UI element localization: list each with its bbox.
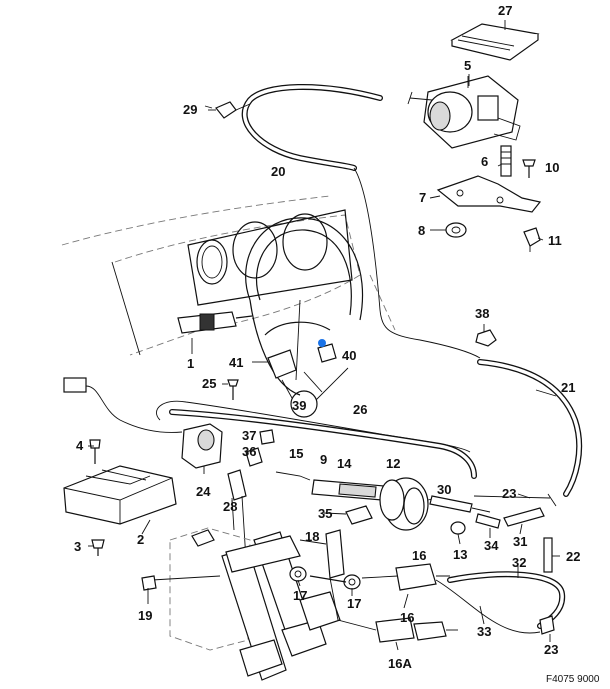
callout-15: 15 (289, 446, 303, 461)
callout-labels: 27 5 29 20 6 10 7 8 11 38 1 41 40 39 25 … (74, 3, 600, 685)
callout-36: 36 (242, 444, 256, 459)
callout-32: 32 (512, 555, 526, 570)
instrument-cluster (187, 209, 353, 306)
callout-9: 9 (320, 452, 327, 467)
callout-22: 22 (566, 549, 580, 564)
callout-13: 13 (453, 547, 467, 562)
pedal-assembly (151, 527, 341, 681)
callout-8: 8 (418, 223, 425, 238)
part-5-actuator (407, 74, 521, 149)
part-18-bracket (299, 529, 345, 579)
callout-26: 26 (353, 402, 367, 417)
callout-34: 34 (484, 538, 499, 553)
callout-20: 20 (271, 164, 285, 179)
callout-21: 21 (561, 380, 575, 395)
part-10-screw (522, 159, 536, 178)
parts-15-9-14-vacuum-unit (275, 471, 437, 531)
wiring-harness-connector (63, 377, 183, 433)
part-27-plate (450, 20, 540, 61)
part-25-screw (227, 379, 239, 400)
steering-wheel (245, 217, 364, 396)
part-7-bracket (436, 175, 542, 213)
part-6-fitting (500, 145, 512, 177)
callout-12: 12 (386, 456, 400, 471)
callout-16-upper: 16 (412, 548, 426, 563)
dashboard-outline (61, 195, 396, 356)
part-17-bushings (289, 566, 361, 590)
part-22-hose (543, 537, 553, 573)
callout-23-upper: 23 (502, 486, 516, 501)
part-4-bolt (89, 439, 101, 464)
callout-14: 14 (337, 456, 352, 471)
callout-30: 30 (437, 482, 451, 497)
part-40-clip (303, 343, 337, 393)
callout-17-left: 17 (293, 588, 307, 603)
part-39-leader (281, 367, 349, 418)
callout-31: 31 (513, 534, 527, 549)
callout-24: 24 (196, 484, 211, 499)
callout-38: 38 (475, 306, 489, 321)
callout-29: 29 (183, 102, 197, 117)
callout-2: 2 (137, 532, 144, 547)
part-38-clip (475, 329, 497, 347)
annotation-marker (318, 339, 326, 347)
part-24-control-unit (156, 400, 471, 469)
callout-39: 39 (292, 398, 306, 413)
part-41-bracket (252, 349, 297, 379)
callout-35: 35 (318, 506, 332, 521)
part-3-screw (91, 539, 105, 556)
callout-41: 41 (229, 355, 243, 370)
part-8-nut (445, 222, 467, 238)
callout-33: 33 (477, 624, 491, 639)
cables-32-33 (435, 571, 566, 635)
part-11-fastener (523, 227, 541, 252)
vacuum-hoses-30-23-34-31-13 (429, 493, 557, 535)
switch-assembly-37-36-28 (227, 429, 275, 561)
callout-4: 4 (76, 438, 84, 453)
callout-25: 25 (202, 376, 216, 391)
cable-21 (419, 339, 583, 497)
figure-code: F4075 9000 (546, 674, 600, 685)
callout-37: 37 (242, 428, 256, 443)
callout-5: 5 (464, 58, 471, 73)
callout-16-lower: 16 (400, 610, 414, 625)
callout-18: 18 (305, 529, 319, 544)
part-29-clip (208, 101, 237, 119)
callout-27: 27 (498, 3, 512, 18)
callout-3: 3 (74, 539, 81, 554)
leader-lines (88, 76, 560, 651)
callout-1: 1 (187, 356, 194, 371)
callout-17-right: 17 (347, 596, 361, 611)
callout-7: 7 (419, 190, 426, 205)
callout-11: 11 (548, 233, 562, 248)
callout-10: 10 (545, 160, 559, 175)
callout-40: 40 (342, 348, 356, 363)
part-19-bolt (141, 575, 157, 591)
cable-20 (235, 84, 421, 341)
callout-16A: 16A (388, 656, 412, 671)
cable-26 (169, 409, 477, 479)
part-2-control-module (63, 465, 177, 525)
part-35-clip (345, 505, 373, 525)
callout-19: 19 (138, 608, 152, 623)
callout-23-lower: 23 (544, 642, 558, 657)
callout-6: 6 (481, 154, 488, 169)
cruise-control-stalk-switch (177, 311, 253, 334)
part-16-switches (329, 563, 458, 643)
callout-28: 28 (223, 499, 237, 514)
